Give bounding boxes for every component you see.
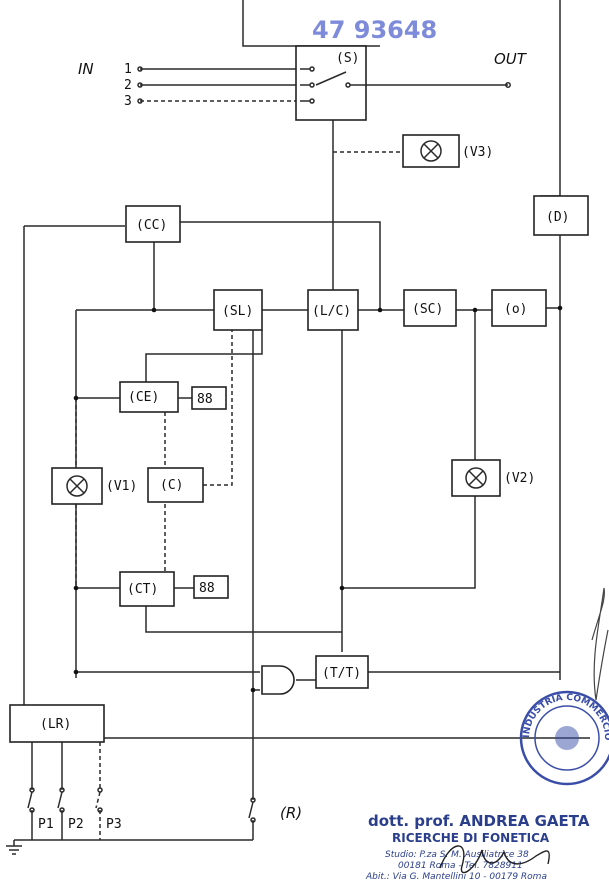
stamp-number: 47 93648 — [312, 16, 437, 44]
in-label: IN — [78, 60, 94, 78]
block-tt: (T/T) — [315, 655, 369, 689]
switch-p1-label: P1 — [38, 817, 54, 832]
block-cc: (CC) — [125, 205, 181, 243]
block-tt-label: (T/T) — [322, 666, 361, 681]
block-ce: (CE) 88 — [119, 381, 227, 413]
block-v2-label: (V2) — [504, 471, 535, 486]
ce-display: 88 — [197, 392, 213, 407]
input-3-label: 3 — [124, 94, 132, 109]
block-c-label: (C) — [160, 478, 183, 493]
input-1-label: 1 — [124, 62, 132, 77]
letterhead-home: Abit.: Via G. Mantellini 10 - 00179 Roma — [365, 872, 547, 881]
block-ct-label: (CT) — [127, 582, 158, 597]
block-s: (S) — [295, 45, 367, 121]
block-o: (o) — [491, 289, 547, 327]
block-v3-label: (V3) — [462, 145, 493, 160]
switch-p2: P2 — [57, 787, 84, 832]
block-d-label: (D) — [546, 210, 569, 225]
out-label: OUT — [494, 50, 528, 68]
switch-p1: P1 — [27, 787, 54, 832]
block-lr: (LR) — [9, 704, 105, 743]
block-sc-label: (SC) — [412, 302, 443, 317]
block-sc: (SC) — [403, 289, 457, 327]
block-s-label: (S) — [336, 51, 359, 66]
block-v2: (V2) — [451, 459, 535, 497]
junctions — [73, 305, 563, 693]
block-ce-label: (CE) — [128, 390, 159, 405]
signature-top — [591, 587, 609, 701]
block-o-label: (o) — [504, 302, 527, 317]
block-lr-label: (LR) — [40, 717, 71, 732]
switch-r-label: (R) — [280, 804, 302, 822]
block-d: (D) — [533, 195, 589, 236]
letterhead-studio: Studio: P.za S. M. Ausiliatrice 38 — [385, 850, 529, 860]
block-sl: (SL) — [213, 289, 263, 331]
block-v1-label: (V1) — [106, 479, 137, 494]
block-ct: (CT) 88 — [119, 571, 229, 607]
switch-p2-label: P2 — [68, 817, 84, 832]
block-c: (C) — [147, 467, 204, 503]
block-cc-label: (CC) — [136, 218, 167, 233]
input-terminals: IN 1 2 3 — [78, 60, 143, 109]
signature-bottom — [439, 845, 550, 874]
block-lc-label: (L/C) — [312, 304, 351, 319]
and-gate — [261, 665, 295, 695]
letterhead: dott. prof. ANDREA GAETA RICERCHE DI FON… — [365, 812, 590, 881]
switch-p3-label: P3 — [106, 817, 122, 832]
block-lc: (L/C) — [307, 289, 359, 331]
input-2-label: 2 — [124, 78, 132, 93]
block-v1: (V1) — [51, 467, 137, 505]
ct-display: 88 — [199, 581, 215, 596]
letterhead-name: dott. prof. ANDREA GAETA — [368, 812, 590, 830]
switch-p3: P3 — [95, 787, 122, 832]
out-terminal — [505, 82, 511, 88]
block-sl-label: (SL) — [222, 304, 253, 319]
letterhead-studio-city: 00181 Roma - Tel. 7828911 — [398, 861, 523, 871]
switch-r: (R) — [248, 797, 302, 823]
block-v3: (V3) — [402, 134, 493, 168]
letterhead-dept: RICERCHE DI FONETICA — [392, 831, 550, 845]
